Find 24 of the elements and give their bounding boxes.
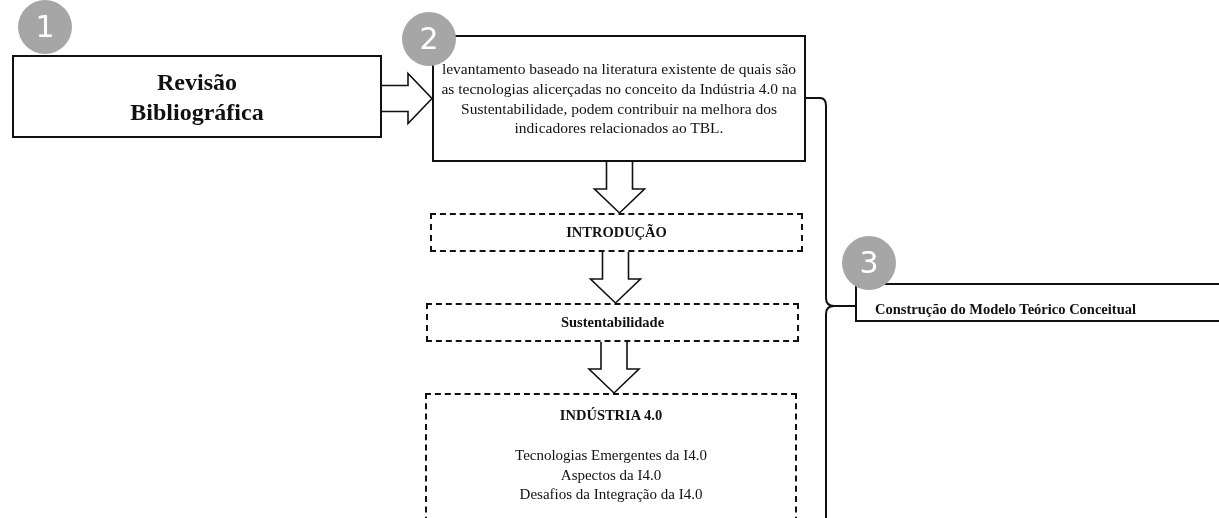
section-title: INTRODUÇÃO bbox=[566, 224, 667, 241]
process-box bbox=[12, 55, 382, 138]
topic-text: Tecnologias Emergentes da I4.0 bbox=[515, 446, 707, 465]
section-title: Sustentabilidade bbox=[560, 314, 665, 331]
section-box bbox=[425, 393, 797, 518]
result-box bbox=[855, 283, 1219, 322]
block-arrow bbox=[592, 161, 647, 215]
description-text: levantamento baseado na literatura existente de quais são as tecnologias alicerçadas no conceito da Indústria 4.0 na Sustentabilidade, podem contribuir na melhora dos indicadores relacionados ao TBL. bbox=[440, 59, 798, 138]
number-badge bbox=[842, 236, 896, 290]
step-number: 2 bbox=[419, 24, 439, 54]
step-number: 3 bbox=[859, 248, 879, 278]
section-box bbox=[426, 303, 799, 342]
section-box bbox=[430, 213, 803, 252]
number-badge bbox=[402, 12, 456, 66]
section-title: Construção do Modelo Teórico Conceitual bbox=[875, 301, 1136, 318]
step-number: 1 bbox=[35, 12, 55, 42]
number-badge bbox=[18, 0, 72, 54]
box-title: Revisão Bibliográfica bbox=[129, 67, 265, 127]
block-arrow bbox=[588, 251, 643, 305]
topic-text: Desafios da Integração da I4.0 bbox=[519, 485, 703, 504]
block-arrow bbox=[381, 71, 434, 126]
topic-text: Aspectos da I4.0 bbox=[560, 465, 662, 485]
section-title: INDÚSTRIA 4.0 bbox=[559, 407, 663, 424]
block-arrow bbox=[587, 341, 641, 395]
